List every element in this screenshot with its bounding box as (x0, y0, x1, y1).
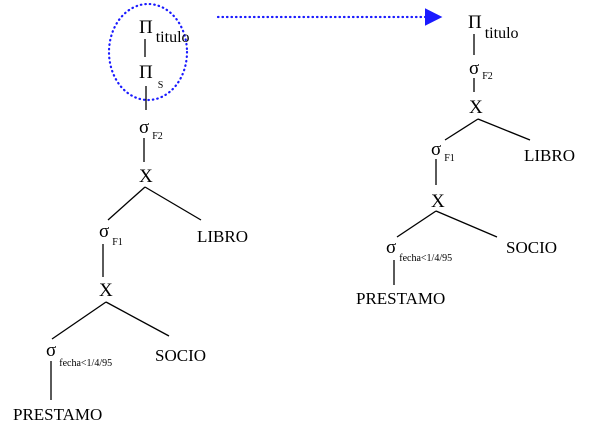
relation-libro: LIBRO (524, 146, 575, 165)
highlight-ellipse (107, 2, 189, 102)
relation-prestamo: PRESTAMO (356, 289, 445, 308)
relation-libro: LIBRO (197, 227, 248, 246)
projection-s-node: ΠS (139, 62, 163, 91)
projection-titulo-node: Πtitulo (468, 12, 519, 42)
product-node-1: X (469, 97, 483, 118)
selection-fecha-node: σfecha<1/4/95 (386, 237, 452, 264)
selection-fecha-node: σfecha<1/4/95 (46, 340, 112, 369)
product-node-2: X (99, 280, 113, 301)
relation-socio: SOCIO (155, 346, 206, 365)
product-node-2: X (431, 191, 445, 212)
relation-socio: SOCIO (506, 238, 557, 257)
product-node-1: X (139, 166, 153, 187)
relation-prestamo: PRESTAMO (13, 405, 102, 424)
selection-f1-node: σF1 (99, 221, 123, 248)
